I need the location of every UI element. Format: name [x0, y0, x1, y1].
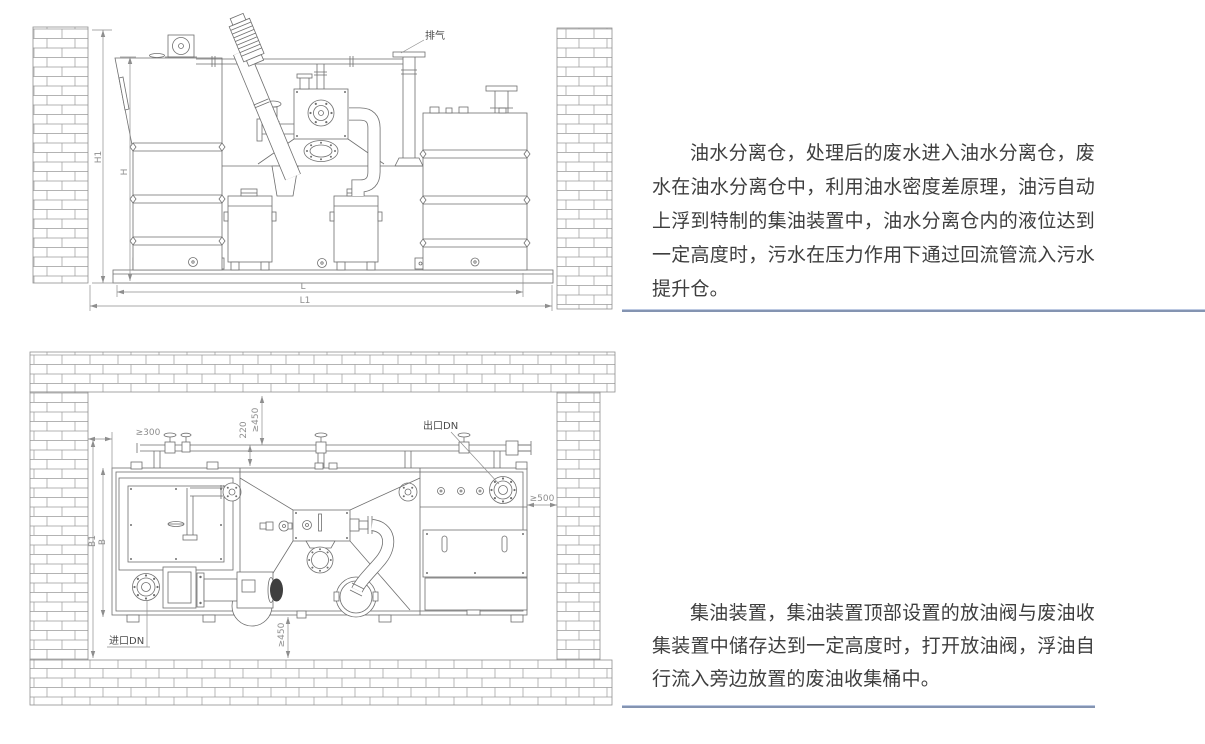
dim-label-l1: L1: [300, 296, 311, 306]
outlet-label: 出口DN: [423, 419, 458, 432]
outlet-flange: [489, 476, 517, 504]
right-wall: [556, 27, 613, 310]
plan-walls: [29, 351, 616, 706]
front-dimensions: [89, 29, 553, 311]
dim-label-ge450-top: ≥450: [251, 407, 261, 432]
dim-label-h1: H1: [94, 151, 104, 164]
dim-label-ge300: ≥300: [136, 428, 161, 438]
front-view-drawing: H1 H L L1 排气: [32, 12, 613, 311]
inlet-label: 进口DN: [109, 635, 144, 647]
pipe-valves: [163, 432, 519, 456]
pump-motor: [196, 571, 283, 609]
drain-plugs: [188, 257, 480, 268]
dim-label-b: B: [98, 539, 108, 545]
dim-label-b1: B1: [88, 535, 98, 547]
left-tank: [114, 53, 226, 271]
wall-left: [29, 391, 89, 661]
paragraph-oil-collector: 集油装置，集油装置顶部设置的放油阀与废油收集装置中储存达到一定高度时，打开放油阀…: [652, 602, 1095, 690]
dim-label-ge500: ≥500: [530, 494, 555, 504]
right-tank: [419, 85, 531, 271]
divider-bottom: [622, 705, 1095, 708]
plan-view-drawing: ≥300 220 ≥450 ≥500 ≥450 B1 B 出口DN 进口DN: [29, 351, 616, 706]
exhaust-label: 排气: [425, 29, 445, 42]
paragraph-oil-water-separation: 油水分离仓，处理后的废水进入油水分离仓，废水在油水分离仓中，利用油水密度差原理，…: [652, 142, 1095, 300]
dim-label-220: 220: [239, 421, 249, 438]
pipe-flange-left: [222, 482, 242, 502]
frame-clamps: [130, 461, 528, 619]
left-wall: [32, 26, 89, 284]
pipe-flange-right: [398, 482, 418, 502]
screw-conveyor: [228, 12, 301, 197]
exhaust-riser: [392, 51, 426, 167]
right-compartment: [420, 476, 528, 616]
sludge-bin: [223, 188, 277, 271]
access-panel: [118, 477, 234, 571]
return-pipe: [349, 107, 381, 196]
dim-label-h: H: [120, 169, 130, 176]
frame-feet: [126, 614, 524, 623]
oil-collector-box: [222, 73, 423, 167]
plan-dimensions: [88, 396, 557, 658]
equipment-plan: [111, 432, 532, 627]
dim-label-ge450-bottom: ≥450: [277, 622, 287, 647]
dim-label-l: L: [300, 282, 305, 292]
inlet-flange: [132, 566, 197, 609]
divider-top: [622, 309, 1205, 312]
equipment-front: [112, 12, 554, 284]
front-walls: [32, 26, 613, 310]
bottom-flange: [306, 546, 334, 574]
wall-bottom: [29, 659, 613, 706]
top-pipe: [196, 56, 403, 89]
central-valve-box: [259, 509, 351, 549]
blower: [165, 34, 197, 58]
wall-top: [29, 351, 616, 393]
wall-right: [556, 391, 601, 661]
conveyor-motor: [228, 12, 265, 67]
drain-hose-assembly: [349, 516, 395, 597]
